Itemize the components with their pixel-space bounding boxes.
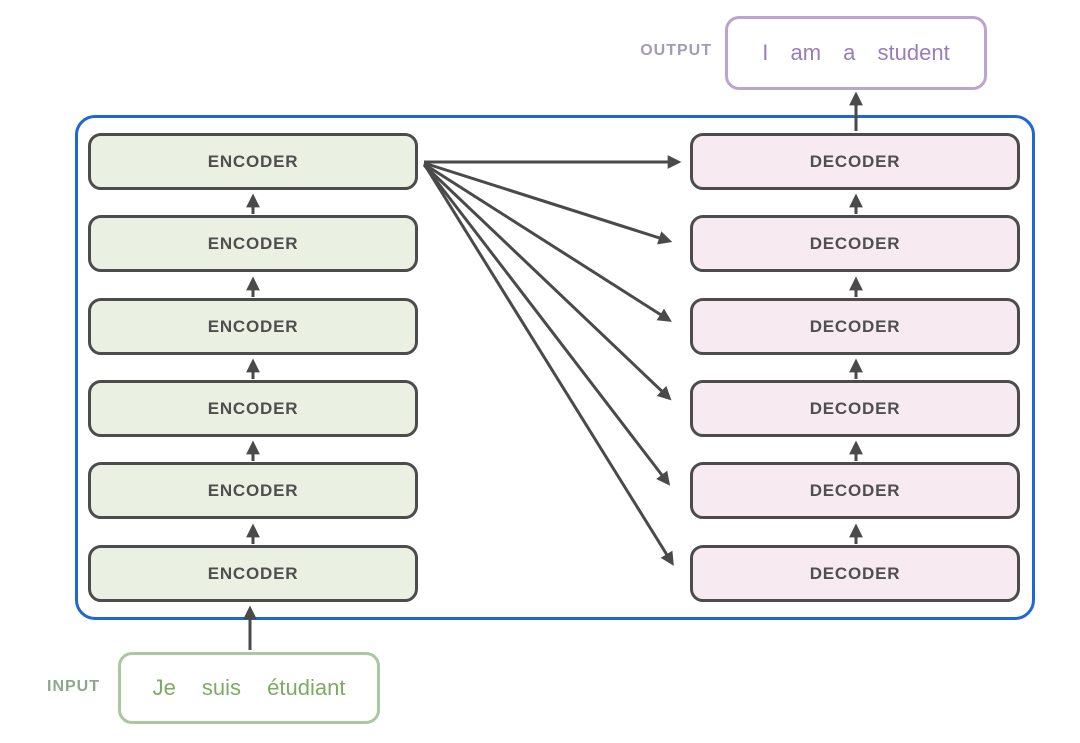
- output-phrase-box: I am a student: [725, 16, 987, 90]
- input-phrase-box: Je suis étudiant: [118, 652, 380, 724]
- output-phrase-text: I am a student: [762, 40, 950, 65]
- encoder-box-5: ENCODER: [88, 215, 418, 272]
- input-label: INPUT: [47, 678, 100, 695]
- decoder-box-6: DECODER: [690, 133, 1020, 190]
- decoder-box-1: DECODER: [690, 545, 1020, 602]
- output-label: OUTPUT: [640, 42, 712, 59]
- decoder-box-4: DECODER: [690, 298, 1020, 355]
- encoder-box-1: ENCODER: [88, 545, 418, 602]
- encoder-box-3: ENCODER: [88, 380, 418, 437]
- decoder-box-5: DECODER: [690, 215, 1020, 272]
- encoder-box-6: ENCODER: [88, 133, 418, 190]
- input-phrase-text: Je suis étudiant: [152, 675, 346, 700]
- decoder-box-3: DECODER: [690, 380, 1020, 437]
- encoder-box-2: ENCODER: [88, 462, 418, 519]
- decoder-box-2: DECODER: [690, 462, 1020, 519]
- encoder-box-4: ENCODER: [88, 298, 418, 355]
